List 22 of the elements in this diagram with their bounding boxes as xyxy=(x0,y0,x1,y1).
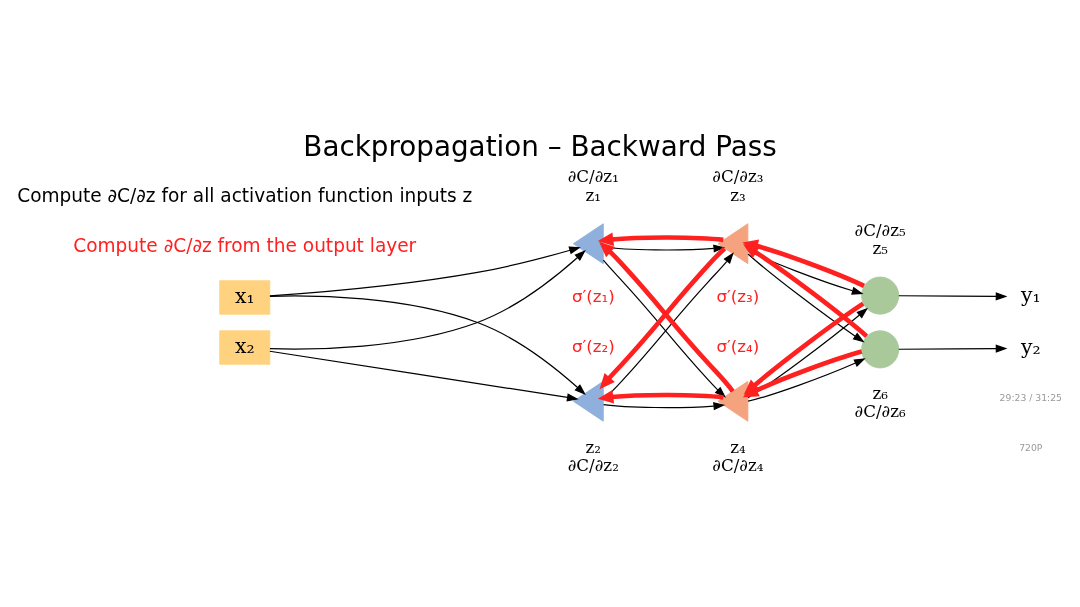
label: 720P xyxy=(1019,441,1043,453)
node-label: ∂C/∂z₆ xyxy=(854,402,906,422)
label: σ′(z₂) xyxy=(571,336,615,356)
label: σ′(z₁) xyxy=(571,286,615,306)
node-label: z₂ xyxy=(585,437,602,457)
node-label: z₆ xyxy=(872,383,888,403)
node-label: z₅ xyxy=(872,239,888,259)
node-label: ∂C/∂z₃ xyxy=(712,166,764,186)
label: σ′(z₄) xyxy=(716,336,760,356)
node-label: ∂C/∂z₄ xyxy=(712,456,764,476)
label: σ′(z₃) xyxy=(716,286,760,306)
label: Compute ∂C/∂z for all activation function inputs z xyxy=(17,185,473,207)
node-label: z₃ xyxy=(730,185,746,205)
label: 29:23 / 31:25 xyxy=(999,391,1062,403)
diagram-title: Backpropagation – Backward Pass xyxy=(303,129,777,163)
node-label: z₄ xyxy=(730,437,746,457)
node-label: ∂C/∂z₁ xyxy=(567,166,619,186)
node-label: z₁ xyxy=(585,185,602,205)
node-label: ∂C/∂z₂ xyxy=(567,456,619,476)
node-text: y₁ xyxy=(1020,282,1041,307)
node-text: y₂ xyxy=(1020,334,1041,359)
node-label: ∂C/∂z₅ xyxy=(854,220,906,240)
